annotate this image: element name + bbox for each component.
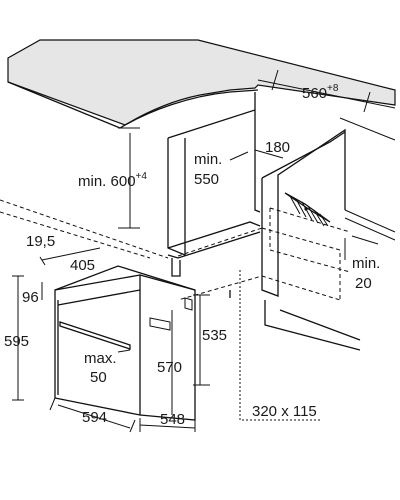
cabinet-left-side bbox=[167, 138, 186, 256]
niche-dotted-guide bbox=[239, 270, 320, 421]
worktop-edge bbox=[7, 81, 259, 129]
label-inner-min: min. bbox=[194, 151, 222, 168]
cabinet-shelf bbox=[167, 221, 261, 249]
label-panel-h: 96 bbox=[22, 289, 39, 306]
label-offset-a: 19,5 bbox=[26, 233, 55, 250]
label-max: max. bbox=[84, 350, 117, 367]
label-total-h: 595 bbox=[4, 333, 29, 350]
label-inner-min-val: 550 bbox=[194, 171, 219, 188]
cabinet-shelf-front bbox=[167, 231, 261, 259]
cabinet-front-top bbox=[167, 109, 256, 139]
dimension-lines bbox=[12, 69, 396, 433]
label-vent-width: 180 bbox=[265, 139, 290, 156]
oven-top bbox=[54, 265, 196, 291]
cabinet-right-side bbox=[254, 92, 261, 213]
oven-front bbox=[54, 274, 141, 416]
niche-dashed bbox=[177, 207, 351, 301]
back-panel-frame bbox=[261, 128, 346, 297]
label-gap-min: min. bbox=[352, 255, 380, 272]
oven-side-bracket bbox=[149, 297, 193, 331]
label-height-min: min. 600+4 bbox=[78, 171, 147, 190]
vent-opening bbox=[284, 192, 331, 223]
label-door-h: 570 bbox=[157, 359, 182, 376]
back-panel-top bbox=[261, 131, 346, 179]
cabinet-leg bbox=[171, 258, 181, 277]
vent-hatch bbox=[289, 195, 329, 227]
label-niche-h: 535 bbox=[202, 327, 227, 344]
floor-lines bbox=[229, 290, 361, 351]
oven-control-panel bbox=[57, 289, 141, 395]
label-depth-total: 548 bbox=[160, 411, 185, 428]
base-perspective bbox=[0, 199, 169, 259]
label-width-a: 405 bbox=[70, 257, 95, 274]
back-worktop bbox=[339, 117, 396, 241]
label-max-val: 50 bbox=[90, 369, 107, 386]
oven-door-handle bbox=[59, 321, 131, 350]
oven-side bbox=[139, 274, 196, 421]
label-width-total: 594 bbox=[82, 409, 107, 426]
label-depth-min: 560+8 bbox=[302, 83, 339, 102]
label-gap-min-val: 20 bbox=[355, 275, 372, 292]
label-cutout: 320 x 115 bbox=[252, 403, 317, 420]
vent-dot bbox=[304, 207, 308, 211]
